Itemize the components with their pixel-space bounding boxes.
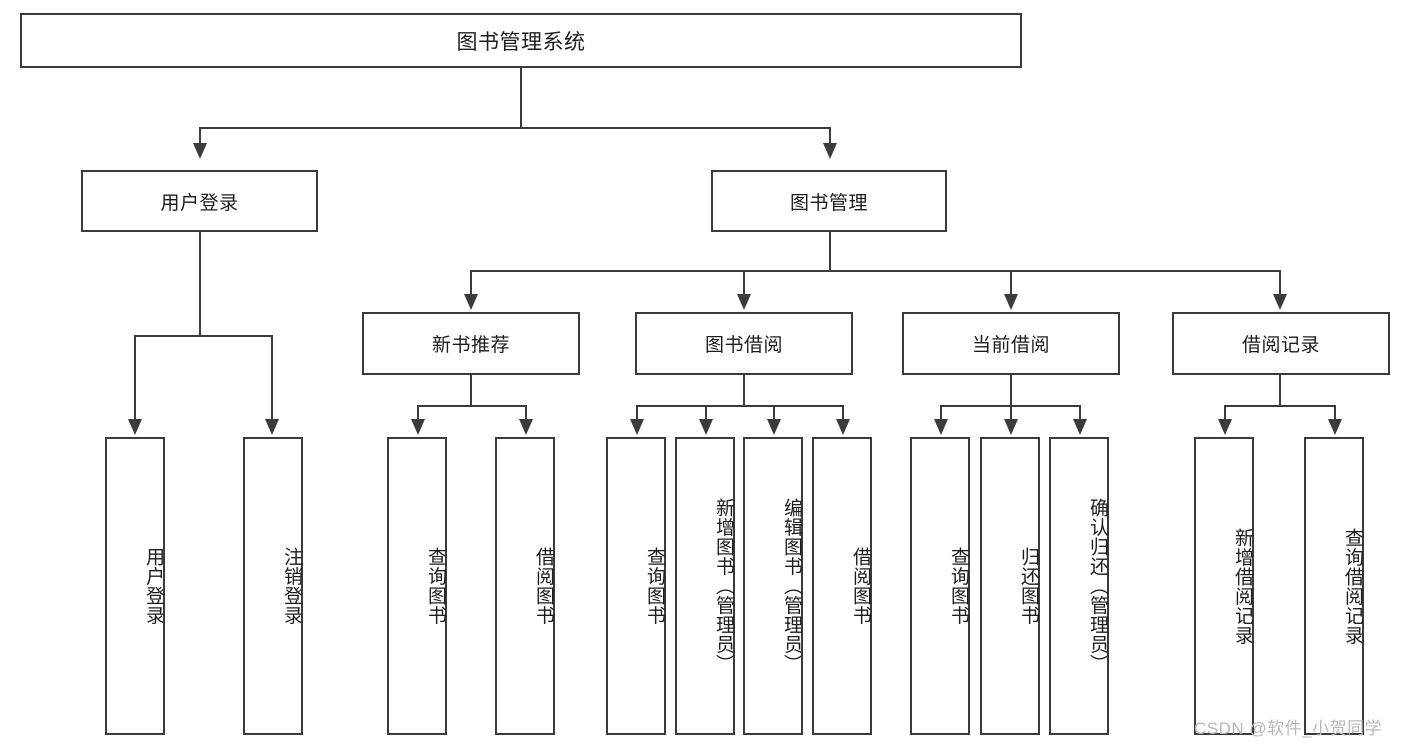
- arrowhead-borrow-leaf-3: [767, 419, 781, 435]
- leaf-book-borrow-4[interactable]: 借阅图书: [812, 437, 872, 735]
- connector-borrow-bus: [636, 405, 844, 407]
- connector-root-to-login: [199, 127, 201, 145]
- connector-login-stem: [199, 232, 201, 336]
- leaf-current-borrow-1[interactable]: 查询图书: [910, 437, 970, 735]
- arrowhead-borrow-leaf-1: [630, 419, 644, 435]
- connector-recommend-drop-2: [525, 405, 527, 421]
- leaf-borrow-record-1[interactable]: 新增借阅记录: [1194, 437, 1254, 735]
- connector-recommend-stem: [470, 375, 472, 406]
- arrowhead-books-child-3: [1004, 294, 1018, 310]
- connector-borrow-drop-3: [773, 405, 775, 421]
- node-root-system[interactable]: 图书管理系统: [20, 13, 1022, 68]
- connector-borrow-stem: [743, 375, 745, 406]
- arrowhead-books-child-2: [737, 294, 751, 310]
- leaf-new-book-recommend-1[interactable]: 查询图书: [387, 437, 447, 735]
- arrowhead-current-leaf-1: [934, 419, 948, 435]
- arrowhead-borrow-leaf-4: [836, 419, 850, 435]
- connector-current-drop-2: [1010, 405, 1012, 421]
- leaf-new-book-recommend-2[interactable]: 借阅图书: [495, 437, 555, 735]
- leaf-book-borrow-2[interactable]: 新增图书（管理员）: [675, 437, 735, 735]
- arrowhead-recommend-leaf-1: [411, 419, 425, 435]
- csdn-watermark: CSDN @软件_小贺同学: [1194, 719, 1383, 738]
- leaf-book-borrow-1[interactable]: 查询图书: [606, 437, 666, 735]
- arrowhead-login-leaf-2: [265, 419, 279, 435]
- leaf-current-borrow-2[interactable]: 归还图书: [980, 437, 1040, 735]
- arrowhead-borrow-leaf-2: [699, 419, 713, 435]
- arrowhead-books-child-1: [464, 294, 478, 310]
- connector-login-left-drop: [134, 335, 136, 421]
- node-borrow-record[interactable]: 借阅记录: [1172, 312, 1390, 375]
- connector-login-right-drop: [271, 335, 273, 421]
- connector-recommend-bus: [417, 405, 527, 407]
- arrowhead-root-to-login: [193, 143, 207, 159]
- node-current-borrow[interactable]: 当前借阅: [902, 312, 1120, 375]
- arrowhead-root-to-books: [823, 143, 837, 159]
- connector-borrow-drop-4: [842, 405, 844, 421]
- arrowhead-current-leaf-3: [1073, 419, 1087, 435]
- connector-root-stem: [520, 68, 522, 128]
- connector-record-drop-2: [1334, 405, 1336, 421]
- connector-current-stem: [1010, 375, 1012, 406]
- node-book-management[interactable]: 图书管理: [711, 170, 947, 232]
- connector-books-drop-1: [470, 270, 472, 296]
- connector-current-drop-3: [1079, 405, 1081, 421]
- arrowhead-record-leaf-2: [1328, 419, 1342, 435]
- arrowhead-record-leaf-1: [1218, 419, 1232, 435]
- leaf-user-login-1[interactable]: 用户登录: [105, 437, 165, 735]
- arrowhead-recommend-leaf-2: [519, 419, 533, 435]
- arrowhead-current-leaf-2: [1004, 419, 1018, 435]
- connector-books-drop-2: [743, 270, 745, 296]
- connector-books-drop-4: [1279, 270, 1281, 296]
- leaf-borrow-record-2[interactable]: 查询借阅记录: [1304, 437, 1364, 735]
- node-new-book-recommend[interactable]: 新书推荐: [362, 312, 580, 375]
- connector-books-stem: [829, 232, 831, 271]
- connector-root-bus: [199, 127, 831, 129]
- connector-record-drop-1: [1224, 405, 1226, 421]
- leaf-current-borrow-3[interactable]: 确认归还（管理员）: [1049, 437, 1109, 735]
- connector-borrow-drop-2: [705, 405, 707, 421]
- connector-root-to-books: [829, 127, 831, 145]
- node-user-login[interactable]: 用户登录: [81, 170, 318, 232]
- arrowhead-books-child-4: [1273, 294, 1287, 310]
- connector-record-stem: [1279, 375, 1281, 406]
- connector-books-bus: [470, 270, 1280, 272]
- connector-recommend-drop-1: [417, 405, 419, 421]
- connector-borrow-drop-1: [636, 405, 638, 421]
- leaf-book-borrow-3[interactable]: 编辑图书（管理员）: [743, 437, 803, 735]
- connector-record-bus: [1224, 405, 1336, 407]
- leaf-user-login-2[interactable]: 注销登录: [243, 437, 303, 735]
- connector-login-bus: [134, 335, 273, 337]
- connector-current-drop-1: [940, 405, 942, 421]
- arrowhead-login-leaf-1: [128, 419, 142, 435]
- connector-books-drop-3: [1010, 270, 1012, 296]
- node-book-borrow[interactable]: 图书借阅: [635, 312, 853, 375]
